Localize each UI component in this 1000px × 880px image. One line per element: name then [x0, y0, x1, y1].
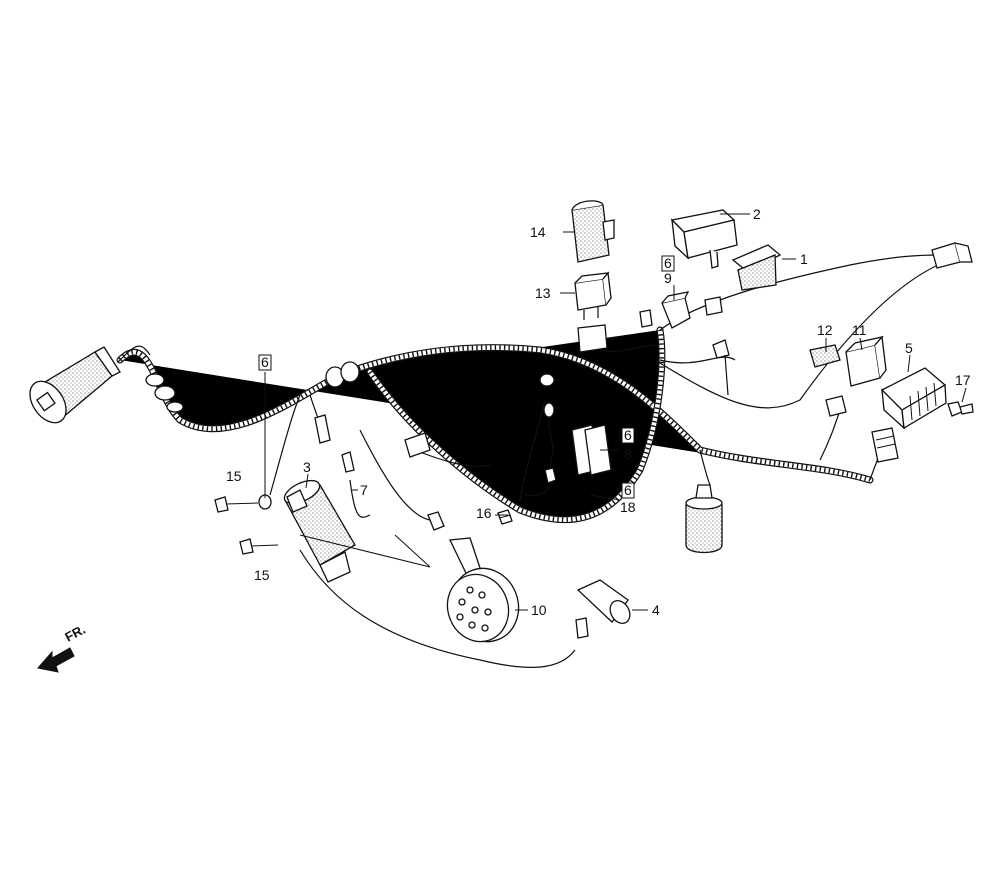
fuse-holder: [524, 373, 612, 497]
callout-18: 18: [620, 499, 636, 515]
regulator-connectors: [825, 395, 899, 463]
harness-connector-mid: [404, 432, 431, 458]
callout-12: 12: [817, 322, 833, 338]
winker-relay: [845, 335, 887, 387]
front-direction-indicator: FR.: [37, 622, 88, 673]
callout-14: 14: [530, 224, 546, 240]
front-arrow-icon: [37, 647, 75, 673]
callout-7: 7: [360, 482, 368, 498]
callout-4: 4: [652, 602, 660, 618]
callout-15-upper: 15: [226, 468, 242, 484]
callout-6-cap: 6: [664, 255, 672, 271]
callout-5: 5: [905, 340, 913, 356]
front-label: FR.: [62, 622, 88, 645]
callout-10: 10: [531, 602, 547, 618]
bolt-17: [947, 401, 974, 417]
callout-9: 9: [664, 270, 672, 286]
bolt-15-upper: [214, 494, 272, 513]
callout-1: 1: [800, 251, 808, 267]
condenser: [685, 484, 723, 554]
connector-cover: [731, 244, 782, 291]
relay-cover: [571, 200, 615, 263]
callout-labels: 1 2 3 4 5 6 6 6 6 7 8 9 10 11 12 13 14 1…: [226, 206, 971, 618]
leader-lines: [264, 213, 967, 611]
fuse-box: [670, 209, 738, 269]
horn: [446, 567, 520, 643]
callout-3: 3: [303, 459, 311, 475]
right-coupler: [931, 242, 973, 269]
harness-grommet: [145, 361, 360, 413]
callout-6-harness: 6: [261, 354, 269, 370]
spark-plug-cap: [575, 579, 631, 639]
lead-wire-7: [314, 414, 445, 531]
callout-11: 11: [852, 322, 867, 338]
socket-12: [809, 344, 841, 368]
callout-6-fuse18: 6: [624, 482, 632, 498]
ignition-coil: [283, 479, 356, 583]
regulator: [880, 367, 947, 430]
callout-13: 13: [535, 285, 551, 301]
callout-8: 8: [624, 446, 632, 462]
main-coupler-connector: [29, 345, 151, 424]
callout-16: 16: [476, 505, 492, 521]
small-connectors: [639, 296, 730, 396]
relay-13: [574, 271, 612, 353]
callout-2: 2: [753, 206, 761, 222]
connector-cap: [661, 291, 691, 329]
bolt-16: [497, 509, 513, 525]
bolt-15-lower: [239, 538, 279, 555]
callout-6-fuse8: 6: [624, 427, 632, 443]
boxed-callout-frames: [258, 255, 675, 499]
callout-17: 17: [955, 372, 971, 388]
callout-15-lower: 15: [254, 567, 270, 583]
